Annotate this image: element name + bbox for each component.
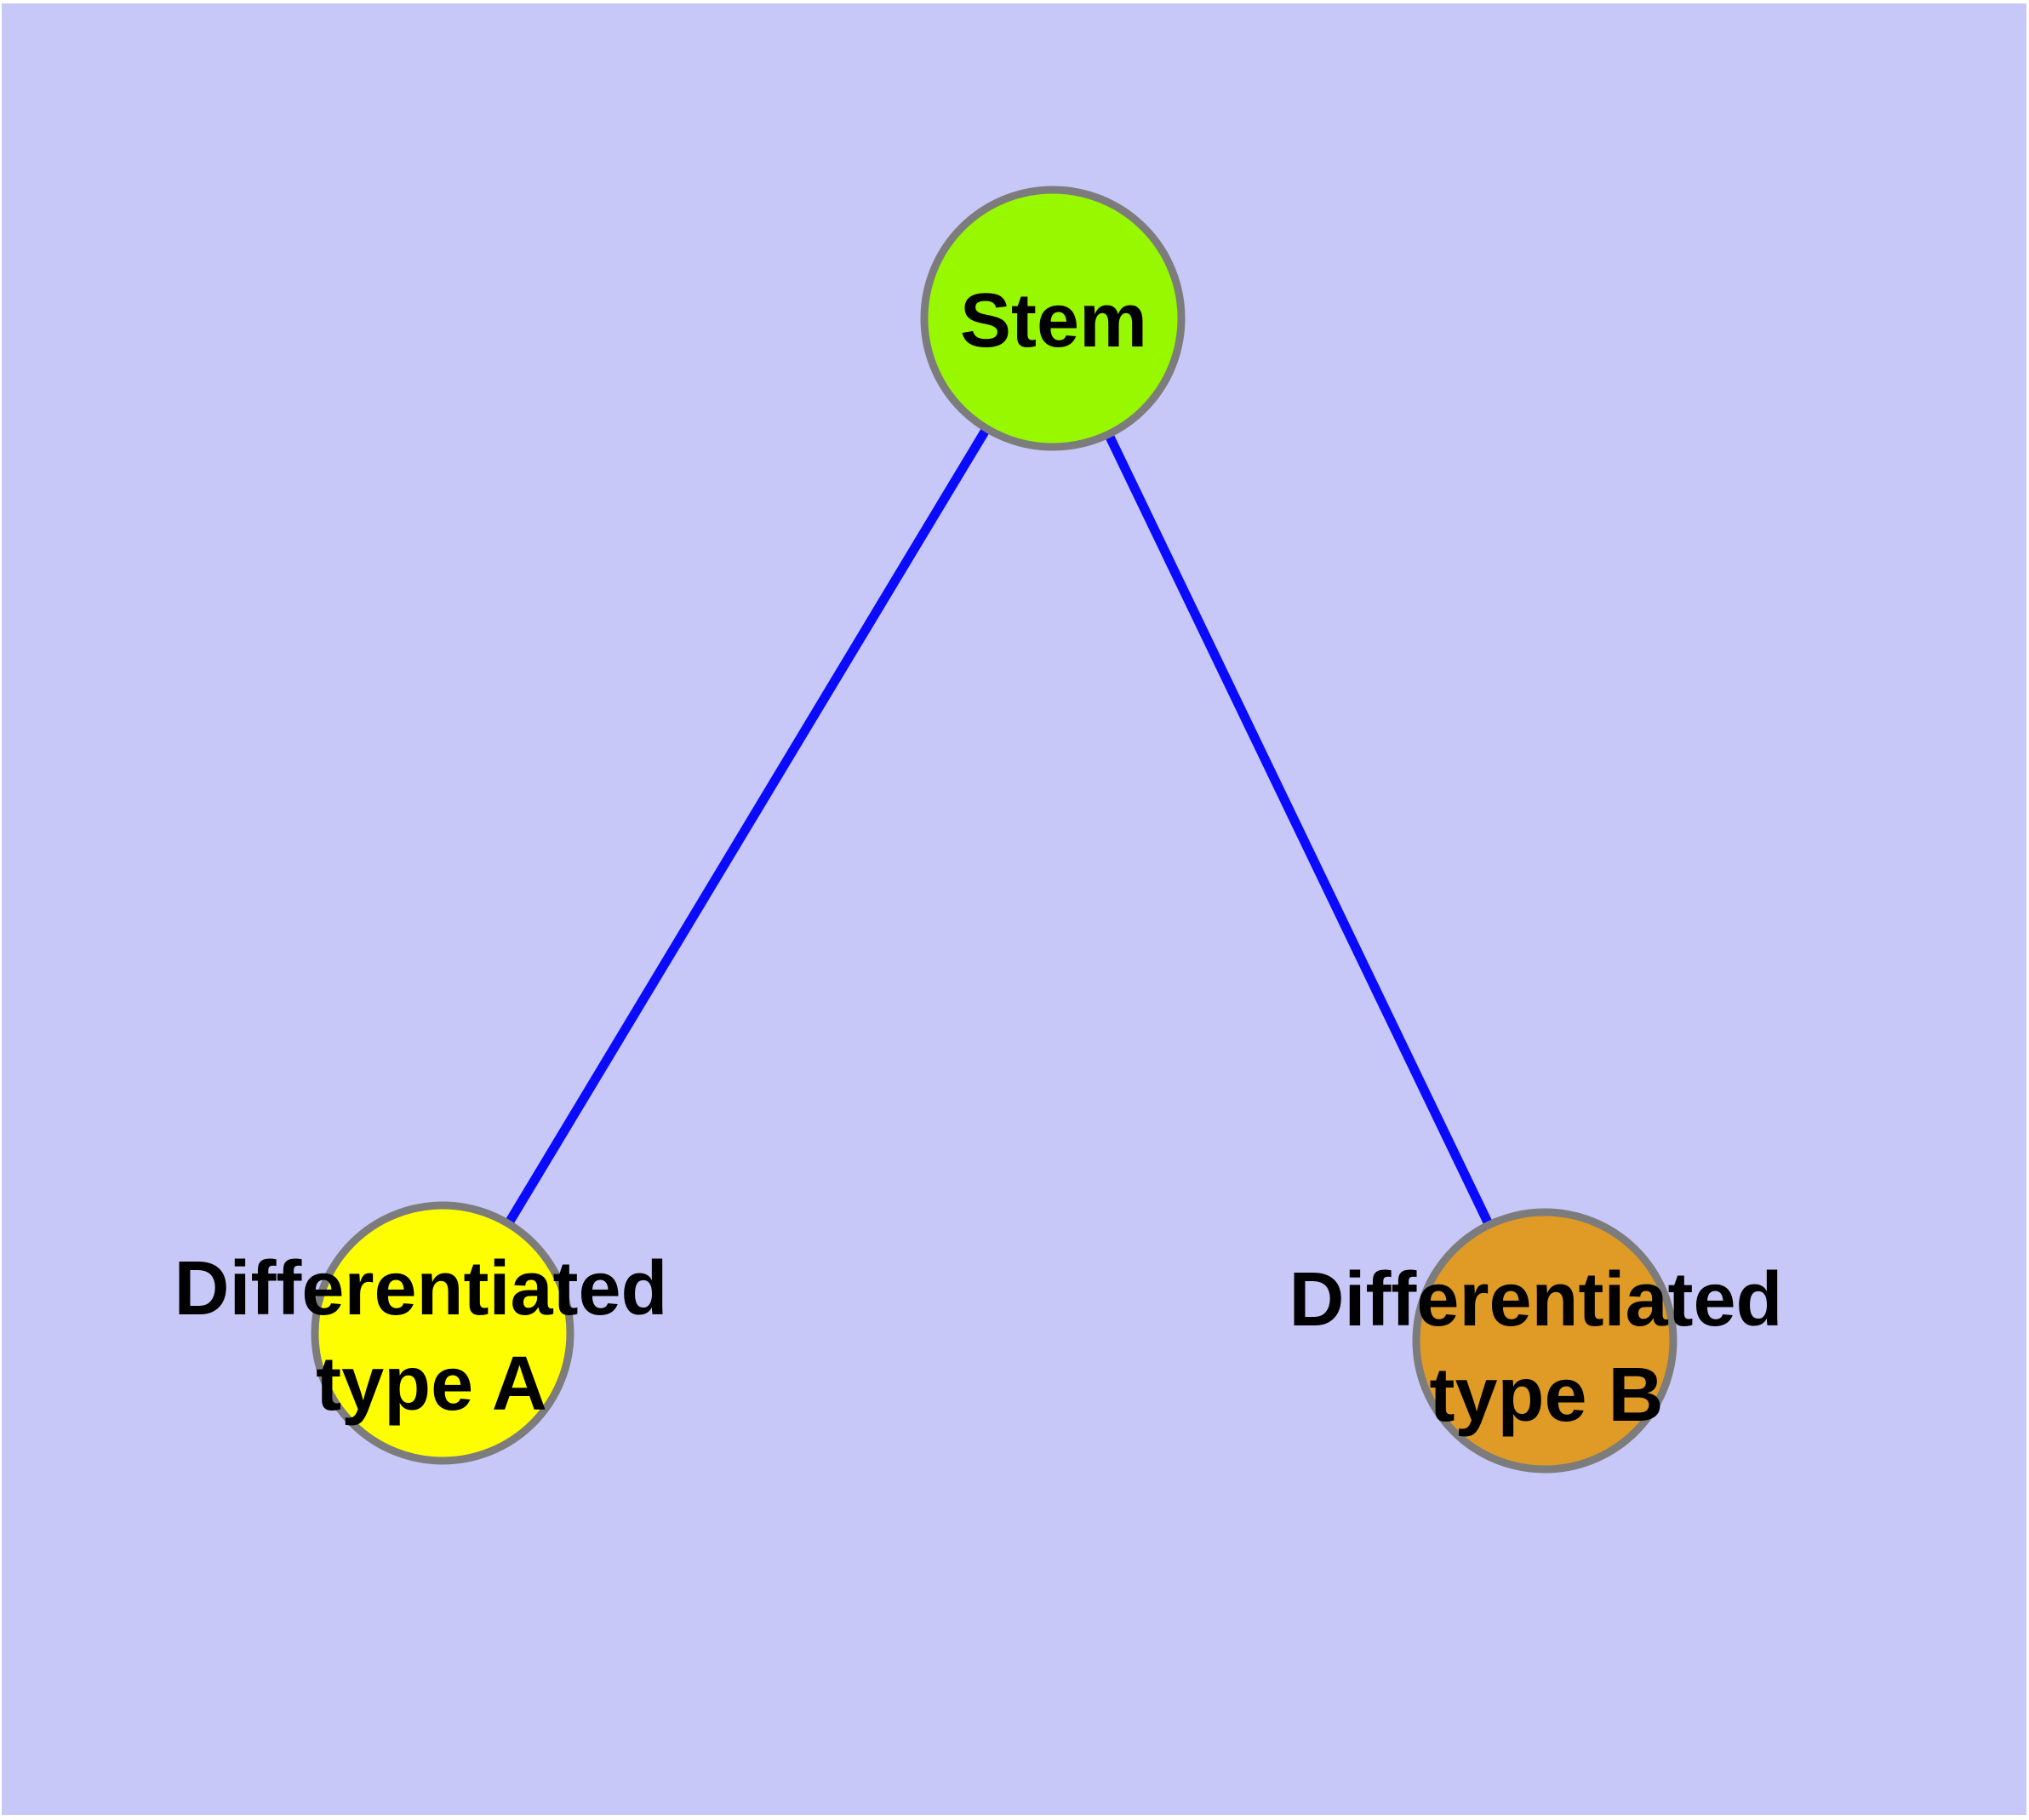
node-differentiated-type-a: Differentiated type A bbox=[174, 1201, 689, 1465]
type-a-node-circle bbox=[311, 1201, 574, 1465]
type-b-label-line-1: Differentiated bbox=[1289, 1257, 1782, 1342]
type-a-label-line-2: type A bbox=[316, 1342, 547, 1427]
type-b-node-circle bbox=[1412, 1208, 1677, 1474]
node-stem: Stem bbox=[920, 186, 1186, 451]
plot-area: Stem Differentiated type A Differentiate… bbox=[2, 3, 2026, 1815]
stem-node-label: Stem bbox=[960, 278, 1147, 363]
type-b-node-label: Differentiated type B bbox=[1289, 1257, 1803, 1438]
edge-stem-to-type-a bbox=[438, 316, 1057, 1336]
graph-canvas: Stem Differentiated type A Differentiate… bbox=[2, 3, 2026, 1815]
stem-node-circle bbox=[920, 186, 1186, 451]
type-a-label-line-1: Differentiated bbox=[174, 1246, 667, 1331]
node-differentiated-type-b: Differentiated type B bbox=[1289, 1208, 1803, 1474]
type-b-label-line-2: type B bbox=[1429, 1353, 1663, 1438]
edge-stem-to-type-b bbox=[1049, 316, 1549, 1343]
type-a-node-label: Differentiated type A bbox=[174, 1246, 689, 1427]
